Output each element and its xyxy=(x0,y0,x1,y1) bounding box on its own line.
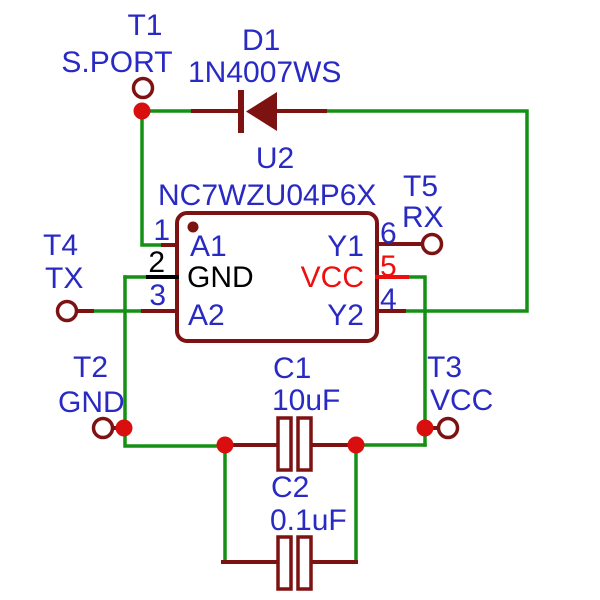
t5-refdes: T5 xyxy=(403,170,438,203)
t4-net-label: TX xyxy=(45,262,83,295)
c2-value: 0.1uF xyxy=(270,504,347,537)
d1-refdes: D1 xyxy=(242,24,280,57)
c1-value: 10uF xyxy=(272,384,340,417)
pin3-number: 3 xyxy=(149,279,166,312)
wire-vccpin-down[interactable] xyxy=(405,275,427,447)
pin6-number: 6 xyxy=(380,217,397,250)
pin5-name: VCC xyxy=(301,261,364,294)
t2-refdes: T2 xyxy=(73,351,108,384)
diode-cathode-bar xyxy=(238,90,244,133)
t1-refdes: T1 xyxy=(127,9,162,42)
pin1-number: 1 xyxy=(153,214,170,247)
d1-value: 1N4007WS xyxy=(188,56,341,89)
terminal-t1-pad[interactable] xyxy=(131,76,155,100)
junction-dot-sport xyxy=(133,102,151,120)
terminal-t4-pad[interactable] xyxy=(55,299,79,323)
t2-net-label: GND xyxy=(58,386,125,419)
pin2-name: GND xyxy=(187,261,254,294)
u2-refdes: U2 xyxy=(256,142,294,175)
pin4-number: 4 xyxy=(380,283,397,316)
u2-value: NC7WZU04P6X xyxy=(158,179,376,212)
t1-net-label: S.PORT xyxy=(61,46,172,79)
junction-dot-gnd xyxy=(115,419,133,437)
capacitor-c2-symbol[interactable] xyxy=(221,535,358,591)
wire-gnd-down[interactable] xyxy=(123,275,224,448)
pin2-number: 2 xyxy=(148,246,165,279)
c1-plate-left xyxy=(276,416,293,472)
t3-net-label: VCC xyxy=(430,384,493,417)
wire-diode-to-y2[interactable] xyxy=(323,109,529,313)
terminal-t2-pad[interactable] xyxy=(91,416,115,440)
wire-sport-to-a1[interactable] xyxy=(140,109,165,247)
t3-refdes: T3 xyxy=(427,351,462,384)
c2-plate-left xyxy=(276,535,293,591)
pin1-name: A1 xyxy=(190,230,227,263)
pin5-number: 5 xyxy=(380,250,397,283)
c2-refdes: C2 xyxy=(271,471,309,504)
t4-refdes: T4 xyxy=(43,229,78,262)
ic-pin1-indicator-dot xyxy=(187,221,199,233)
pin3-name: A2 xyxy=(188,299,225,332)
junction-dot-vcc xyxy=(416,419,434,437)
c1-plate-right xyxy=(296,416,313,472)
t5-net-label: RX xyxy=(402,201,444,234)
diode-anode-triangle xyxy=(246,92,277,131)
capacitor-c1-symbol[interactable] xyxy=(223,416,358,472)
c2-plate-right xyxy=(296,535,313,591)
wire-net xyxy=(88,109,529,562)
terminal-t3-pad[interactable] xyxy=(436,416,460,440)
terminal-t5-pad[interactable] xyxy=(420,232,444,256)
pin6-name: Y1 xyxy=(327,230,364,263)
diode-d1-symbol[interactable] xyxy=(191,90,327,133)
junction-dot-c1-left xyxy=(216,436,234,454)
pin4-name: Y2 xyxy=(327,299,364,332)
c1-refdes: C1 xyxy=(273,352,311,385)
junction-dot-c1-right xyxy=(347,436,365,454)
